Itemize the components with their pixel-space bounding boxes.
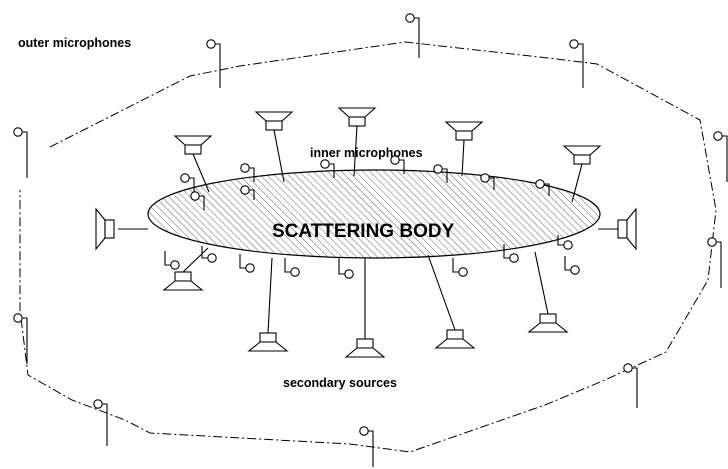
microphone-icon	[320, 159, 335, 178]
microphone-icon	[405, 13, 420, 58]
loudspeaker-icon	[562, 145, 602, 165]
loudspeaker-icon	[337, 107, 377, 127]
microphone-icon	[180, 173, 195, 192]
microphone-icon	[480, 173, 495, 190]
microphone-icon	[452, 258, 468, 277]
microphone-icon	[239, 254, 255, 273]
loudspeaker-icon	[344, 338, 386, 358]
microphone-icon	[240, 163, 255, 182]
microphone-icon	[190, 191, 205, 210]
loudspeaker-icon	[254, 111, 294, 131]
loudspeaker-icon	[173, 135, 213, 155]
secondary-sources-label: secondary sources	[283, 376, 397, 390]
inner-microphones-label: inner microphones	[310, 146, 423, 160]
scattering-body	[147, 169, 601, 259]
microphone-icon	[535, 179, 550, 196]
loudspeaker-icon	[95, 207, 115, 251]
microphone-icon	[93, 399, 108, 446]
loudspeaker-icon	[444, 121, 484, 141]
loudspeaker-icon	[527, 313, 569, 333]
transducers	[13, 13, 728, 467]
microphone-icon	[359, 426, 374, 467]
microphone-icon	[284, 258, 300, 277]
scattering-body-label: SCATTERING BODY	[272, 221, 455, 242]
loudspeaker-icon	[247, 332, 289, 352]
microphone-icon	[713, 131, 728, 182]
microphone-icon	[201, 246, 217, 263]
microphone-icon	[206, 39, 221, 88]
loudspeaker-icon	[617, 207, 637, 251]
outer-ring-line	[19, 41, 717, 453]
microphone-icon	[569, 39, 584, 88]
loudspeaker-icon	[162, 271, 204, 291]
microphone-icon	[564, 256, 580, 275]
outer-ring	[19, 41, 717, 453]
microphone-icon	[623, 363, 638, 408]
microphone-icon	[390, 155, 405, 174]
microphone-icon	[503, 244, 519, 263]
microphone-icon	[164, 251, 180, 270]
outer-microphones-label: outer microphones	[18, 36, 131, 50]
microphone-icon	[557, 235, 573, 250]
microphone-icon	[240, 185, 255, 200]
microphone-icon	[433, 164, 448, 183]
microphone-icon	[13, 313, 28, 364]
microphone-icon	[707, 237, 722, 288]
loudspeaker-icon	[434, 329, 476, 349]
microphone-icon	[338, 258, 354, 279]
microphone-icon	[13, 127, 28, 178]
